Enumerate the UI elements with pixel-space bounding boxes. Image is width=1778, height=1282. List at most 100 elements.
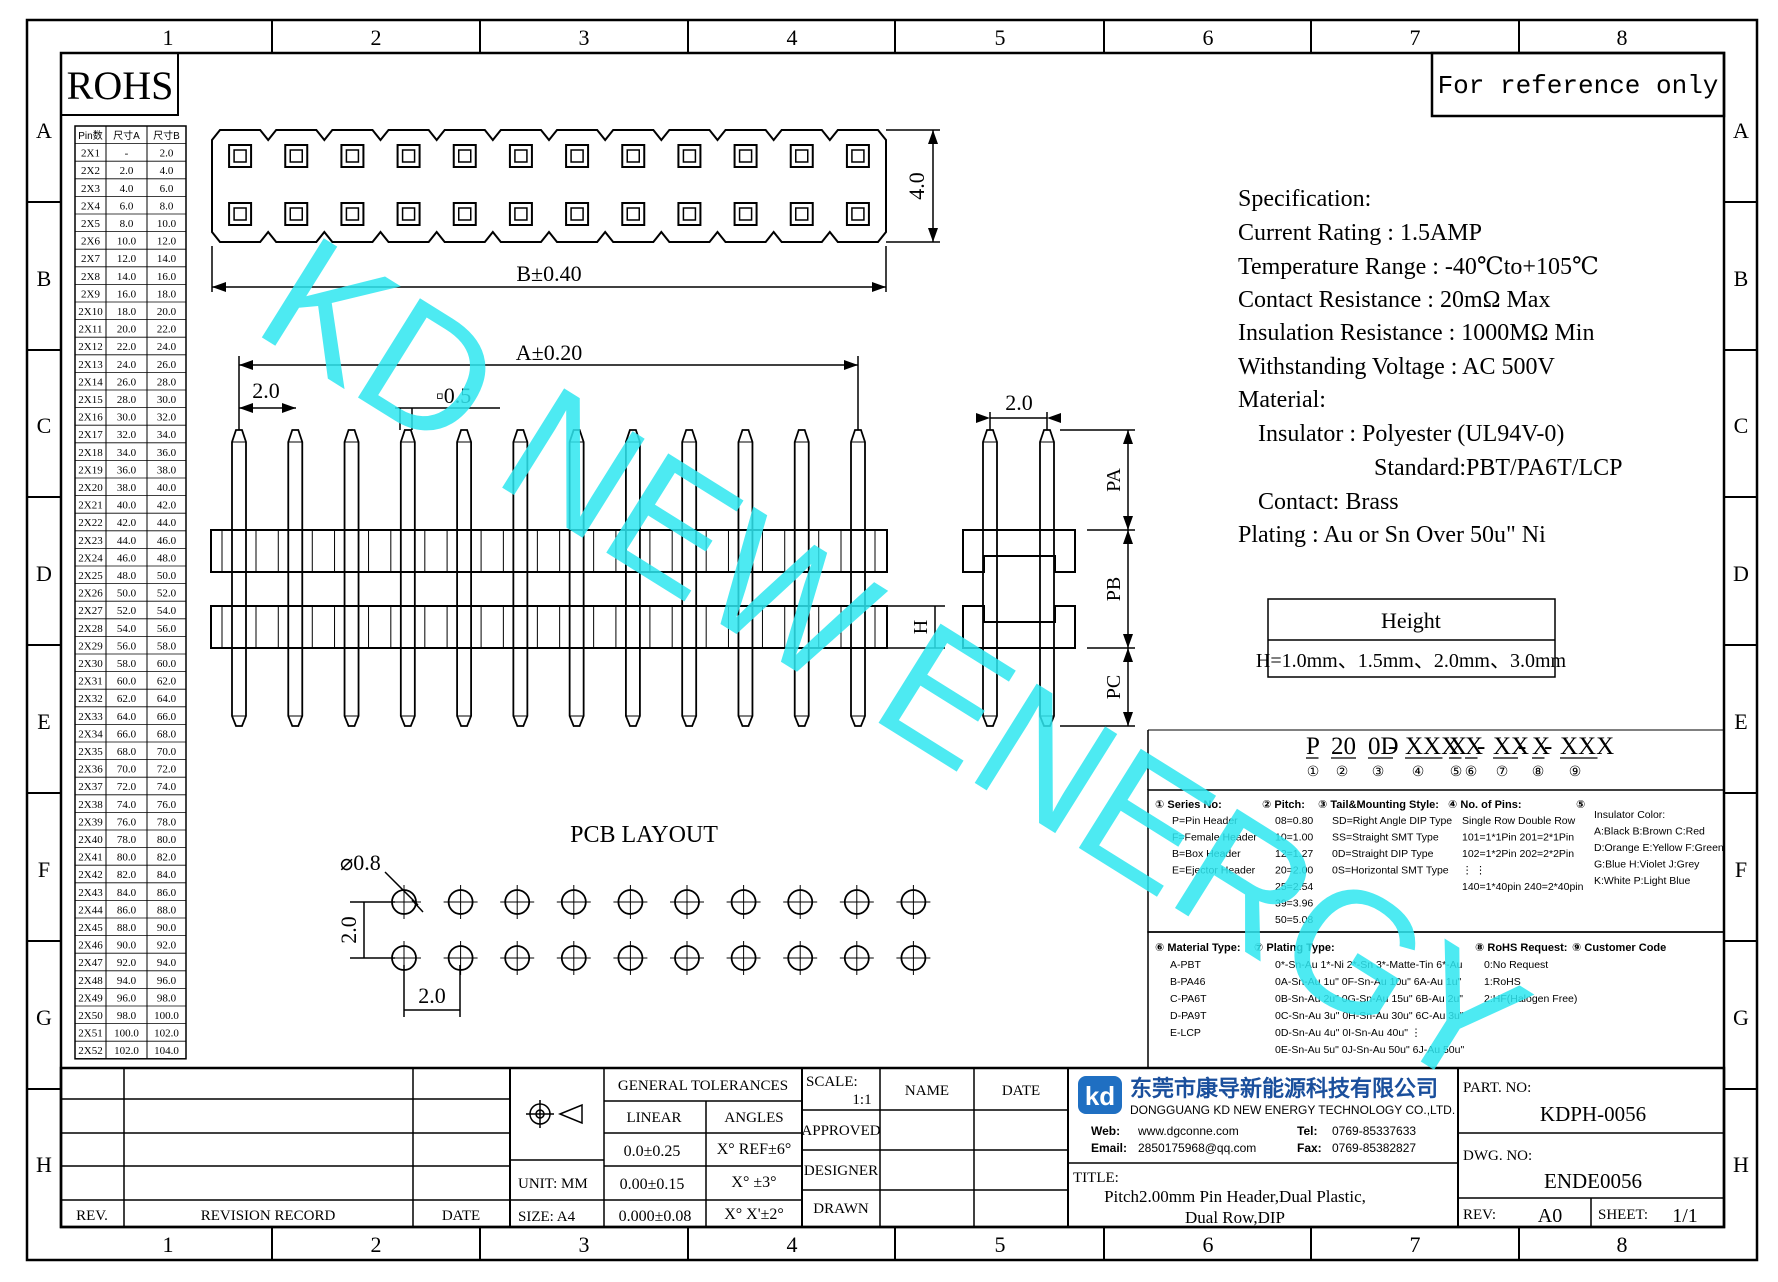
pin-table-cell: 2X2 [81,165,100,177]
part-code-segment: X [1449,733,1467,760]
zone-row-right-D: D [1733,561,1749,586]
pin-table-cell: 26.0 [117,376,137,388]
part-code-index: ② [1336,763,1349,779]
pin-table-cell: 104.0 [154,1045,179,1057]
rev-label: REV. [76,1208,108,1224]
top-pin-core [570,149,584,163]
top-pin-square [396,202,421,226]
pin-table-cell: 2X1 [81,148,100,160]
pin-table-cell: 46.0 [157,535,177,547]
top-pin-square [452,144,477,168]
pin-table-cell: 42.0 [157,500,177,512]
dim-pc: PC [1103,675,1125,699]
pin-table-cell: 8.0 [120,218,134,230]
zone-col-bottom-5: 5 [995,1232,1006,1257]
dim-h: H [910,620,932,634]
pin-table-cell: 2X37 [78,781,103,793]
pin-table-cell: 98.0 [117,1010,137,1022]
legend-top-line: 0D=Straight DIP Type [1332,848,1434,860]
pin-table-cell: 2X7 [81,253,100,265]
legend-top-line: 102=1*2Pin 202=2*2Pin [1462,848,1574,860]
pin-table-cell: 46.0 [117,552,137,564]
front-pin [287,429,304,727]
pin-table-cell: 2.0 [160,148,174,160]
pin-table-cell: 82.0 [117,869,137,881]
pin-table-cell: 56.0 [157,623,177,635]
part-code-index: ⑤ [1450,763,1463,779]
pin-table-cell: 50.0 [157,570,177,582]
pin-table-cell: 2X20 [78,482,103,494]
reference-box [1430,51,1726,118]
front-pin [343,429,360,727]
top-pin-core [289,207,303,221]
title-line-1: Pitch2.00mm Pin Header,Dual Plastic, [1104,1187,1366,1206]
top-pin-square [621,202,646,226]
tolerance-angle-2: X° ±3° [731,1174,776,1191]
pin-table-cell: 98.0 [157,992,177,1004]
pin-table-cell: 4.0 [120,183,134,195]
tel-label: Tel: [1297,1124,1317,1138]
zone-col-top-3: 3 [579,25,590,50]
pin-table-cell: 64.0 [117,711,137,723]
pin-table-cell: 84.0 [157,869,177,881]
spec-line-temperature: Temperature Range : -40℃to+105℃ [1238,254,1599,280]
pin-table-cell: 54.0 [117,623,137,635]
pin-table-cell: 2X10 [78,306,103,318]
tolerance-angle-1: X° REF±6° [717,1141,791,1158]
part-code-index: ⑦ [1496,763,1509,779]
company-name-cn: 东莞市康导新能源科技有限公司 [1130,1076,1438,1101]
front-pin [456,429,472,727]
pin-table-cell: 2X46 [78,940,103,952]
zone-col-bottom-6: 6 [1203,1232,1214,1257]
side-plastic-upper [962,529,1076,573]
top-pin-square [621,144,646,168]
pin-table-cell: 2X27 [78,605,103,617]
pcb-layout: PCB LAYOUT ⌀0.8 2.0 2.0 [336,822,931,1017]
pin-table-cell: 2X50 [78,1010,103,1022]
approved-label: APPROVED [801,1123,880,1139]
pin-table-cell: 4.0 [160,165,174,177]
pin-table-cell: 2X9 [81,288,100,300]
zone-row-left-B: B [37,266,52,291]
top-pin-core [570,207,584,221]
legend-top-head: ③ Tail&Mounting Style: [1318,799,1439,811]
top-pin-square [565,202,590,226]
pin-table-cell: 62.0 [117,693,137,705]
legend-top-line: 10=1.00 [1275,832,1313,844]
pin-table-cell: 80.0 [117,852,137,864]
zone-row-left-G: G [36,1005,52,1030]
legend-bottom-line: 0E-Sn-Au 5u" 0J-Sn-Au 50u" 6J-Au 50u" [1275,1044,1464,1056]
dim-pcb-col-pitch: 2.0 [418,983,446,1008]
pin-table-cell: 56.0 [117,640,137,652]
pin-table-cell: 10.0 [117,236,137,248]
part-code-segment: 0D [1368,733,1399,760]
legend-top-line: K:White P:Light Blue [1594,875,1690,887]
zone-row-right-A: A [1733,118,1749,143]
pin-table-cell: 68.0 [117,746,137,758]
top-pin-square [733,144,758,168]
legend-top-line: 101=1*1Pin 201=2*1Pin [1462,832,1574,844]
top-pin-core [233,149,247,163]
rohs-label: ROHS [67,63,174,108]
pin-table-cell: 2X3 [81,183,100,195]
zone-col-bottom-2: 2 [371,1232,382,1257]
legend-top-line: A:Black B:Brown C:Red [1594,826,1705,838]
legend-top-line: Single Row Double Row [1462,815,1576,827]
pin-table-cell: 2X41 [78,852,102,864]
pin-table-cell: 24.0 [157,341,177,353]
legend-bottom-line: B-PA46 [1170,976,1206,988]
legend-bottom-line: 1:RoHS [1484,976,1521,988]
legend-top-line: ⋮ ⋮ [1462,865,1486,877]
pin-table-cell: 34.0 [157,429,177,441]
dim-a-tolerance: A±0.20 [516,340,582,365]
pin-table-cell: 50.0 [117,588,137,600]
pin-table-cell: 64.0 [157,693,177,705]
zone-col-top-6: 6 [1203,25,1214,50]
front-view: A±0.20 2.0 ▫0.5 H [210,340,945,727]
zone-row-right-E: E [1734,709,1747,734]
pcb-layout-title: PCB LAYOUT [570,822,718,848]
reference-note: For reference only [1438,71,1719,101]
top-pin-core [795,149,809,163]
pin-table-cell: 82.0 [157,852,177,864]
pin-table-cell: 2X36 [78,764,103,776]
